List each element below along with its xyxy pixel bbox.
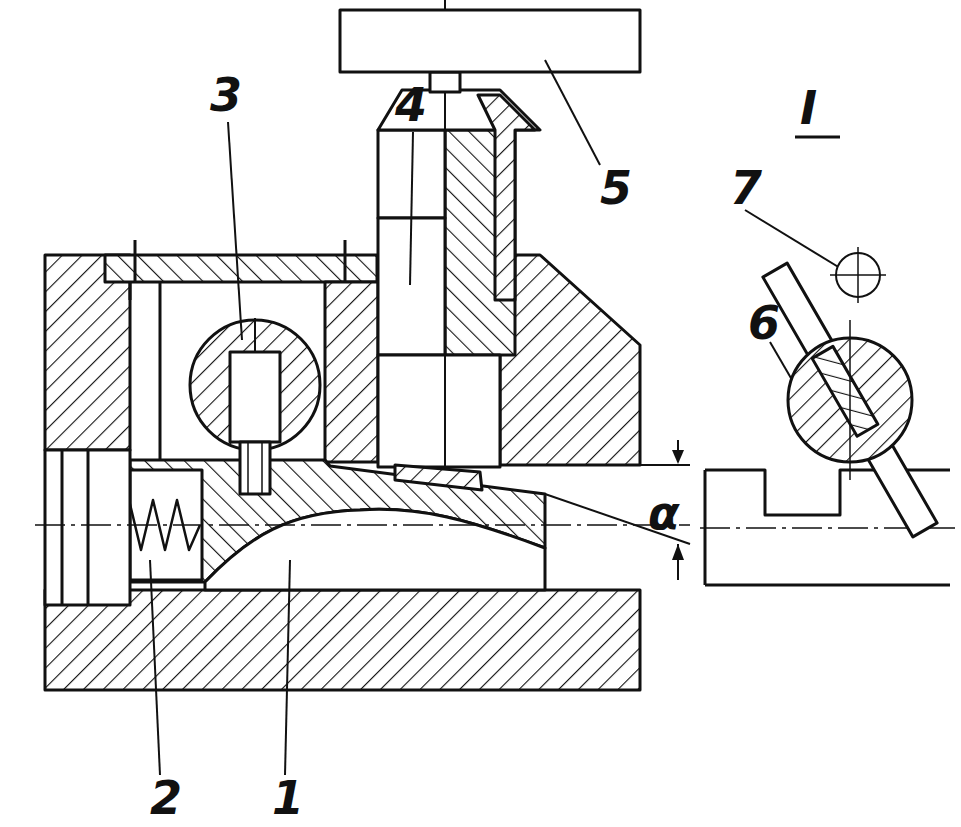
callout-number: 6 [748, 300, 780, 346]
view-label: I [800, 85, 817, 131]
callout-number: 4 [395, 82, 427, 128]
callout-number: 2 [150, 775, 182, 821]
callout-number: 5 [600, 165, 632, 211]
callout-number: 7 [730, 165, 762, 211]
callout-number: 1 [272, 775, 304, 821]
callout-number: 3 [210, 72, 242, 118]
angle-label: α [648, 490, 680, 536]
